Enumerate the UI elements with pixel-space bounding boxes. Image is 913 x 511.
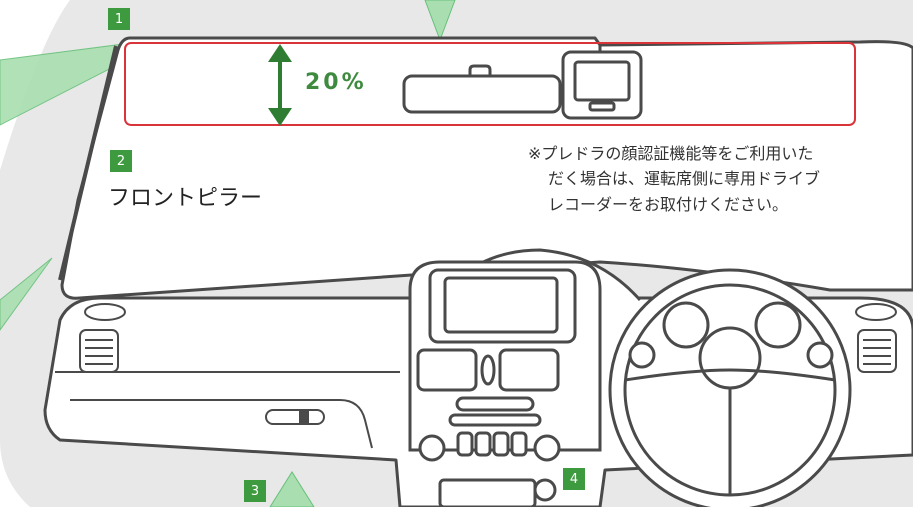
left-air-vent <box>79 303 126 373</box>
center-console <box>408 260 602 509</box>
position-badge-1: 1 <box>108 8 130 30</box>
right-air-vent <box>855 303 897 373</box>
view-beam-top <box>424 0 456 42</box>
steering-wheel-icon <box>608 268 852 511</box>
glovebox <box>70 399 373 449</box>
windshield <box>60 36 913 300</box>
rearview-mirror-icon <box>402 64 562 114</box>
note-line-3: レコーダーをお取付けください。 <box>548 195 789 214</box>
zone-percent-label: 20% <box>305 70 367 95</box>
front-pillar-label: フロントピラー <box>108 186 263 211</box>
view-beam-lower-left <box>0 257 53 331</box>
dashcam-icon <box>561 45 643 120</box>
note-line-1: ※プレドラの顔認証機能等をご利用いた <box>528 144 814 163</box>
height-arrow-icon <box>268 44 292 126</box>
position-badge-3: 3 <box>244 480 266 502</box>
recommended-zone-box <box>124 42 856 126</box>
position-badge-2: 2 <box>110 150 132 172</box>
front-pillar <box>58 45 118 281</box>
position-badge-4: 4 <box>563 468 585 490</box>
note-line-2: だく場合は、運転席側に専用ドライブ <box>548 169 821 188</box>
